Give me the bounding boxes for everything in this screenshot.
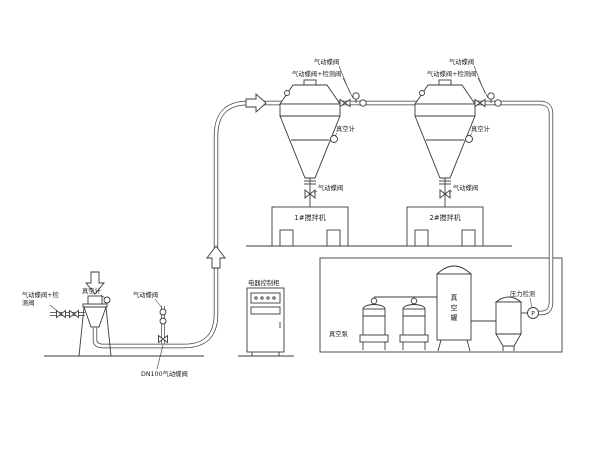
butterfly-valve-icon: [56, 309, 66, 319]
left-vacuum-gauge-label: 真空计: [82, 286, 102, 295]
vacuum-gauge-icon: [330, 135, 338, 143]
control-cabinet-label: 电器控制柜: [248, 278, 279, 287]
check-valve-icon: [487, 92, 495, 100]
pressure-gauge-icon: [527, 307, 539, 319]
control-cabinet: [246, 287, 285, 356]
down-arrow-icon: [85, 271, 105, 295]
up-arrow-icon: [206, 245, 226, 269]
left-inlet-valve-label-line1: 气动蝶阀+检: [22, 290, 59, 299]
vacuum-pump-label: 真空泵: [329, 329, 349, 338]
dn100-butterfly-valve-icon: [158, 334, 168, 344]
lid-nozzle-icon: [419, 90, 425, 96]
vacuum-tank-label-char1: 真: [451, 293, 458, 302]
discharge-butterfly-valve-icon: [304, 189, 316, 199]
receiver-1: [271, 79, 367, 247]
pressure-gauge-letter: P: [531, 311, 535, 318]
valve-actuator-icon: [494, 99, 502, 107]
mixer-2-label: 2#搅拌机: [429, 213, 460, 222]
receiver1-discharge-valve-label: 气动蝶阀: [318, 183, 343, 192]
top-butterfly-valve-icon: [474, 98, 486, 108]
hopper-top-box: [87, 295, 103, 305]
dust-filter: [494, 296, 523, 351]
receiver1-top-valve-check-label: 气动蝶阀+检测阀: [292, 69, 341, 78]
check-valve-icon: [352, 92, 360, 100]
vacuum-pump-2: [399, 297, 429, 350]
label-leaders: [49, 65, 533, 370]
vacuum-pump-1: [359, 297, 389, 350]
valve-actuator-icon: [359, 99, 367, 107]
receiver-2: [406, 79, 502, 247]
receiver2-vacuum-gauge-label: 真空计: [471, 124, 491, 133]
vacuum-tank-label-char2: 空: [451, 303, 458, 312]
receiver1-vacuum-gauge-label: 真空计: [336, 124, 356, 133]
lid-nozzle-icon: [284, 90, 290, 96]
vacuum-tank-label-char3: 罐: [451, 313, 458, 322]
labels: 气动蝶阀+检 测阀 真空计 气动蝶阀 DN100气动蝶阀 气动蝶阀 气动蝶阀+检…: [22, 57, 535, 378]
mixer-1-box: [271, 206, 349, 247]
left-inlet-valve-label-line2: 测阀: [22, 298, 35, 307]
valve-actuator-icon: [159, 308, 167, 316]
vacuum-tank: [435, 265, 473, 352]
valve-actuator-icon: [159, 317, 167, 325]
right-arrow-icon: [245, 92, 267, 114]
vacuum-unit-enclosure: [319, 257, 563, 353]
vacuum-unit: [359, 265, 539, 352]
dn100-valve-label: DN100气动蝶阀: [141, 369, 188, 378]
mixer-2-box: [406, 206, 484, 247]
receiver2-discharge-valve-label: 气动蝶阀: [453, 183, 478, 192]
left-valve-label: 气动蝶阀: [133, 290, 158, 299]
top-butterfly-valve-icon: [339, 98, 351, 108]
vacuum-gauge-icon: [465, 135, 473, 143]
receiver2-top-valve-label: 气动蝶阀: [449, 57, 474, 66]
left-feeding-station: [56, 295, 168, 357]
flow-arrows: [85, 92, 267, 295]
discharge-butterfly-valve-icon: [439, 189, 451, 199]
butterfly-valve-icon: [69, 309, 79, 319]
pressure-detect-label: 压力检测: [510, 289, 535, 298]
receiver2-top-valve-check-label: 气动蝶阀+检测阀: [427, 69, 476, 78]
vacuum-gauge-icon: [103, 296, 111, 304]
receiver1-top-valve-label: 气动蝶阀: [314, 57, 339, 66]
mixer-1-label: 1#搅拌机: [294, 213, 325, 222]
